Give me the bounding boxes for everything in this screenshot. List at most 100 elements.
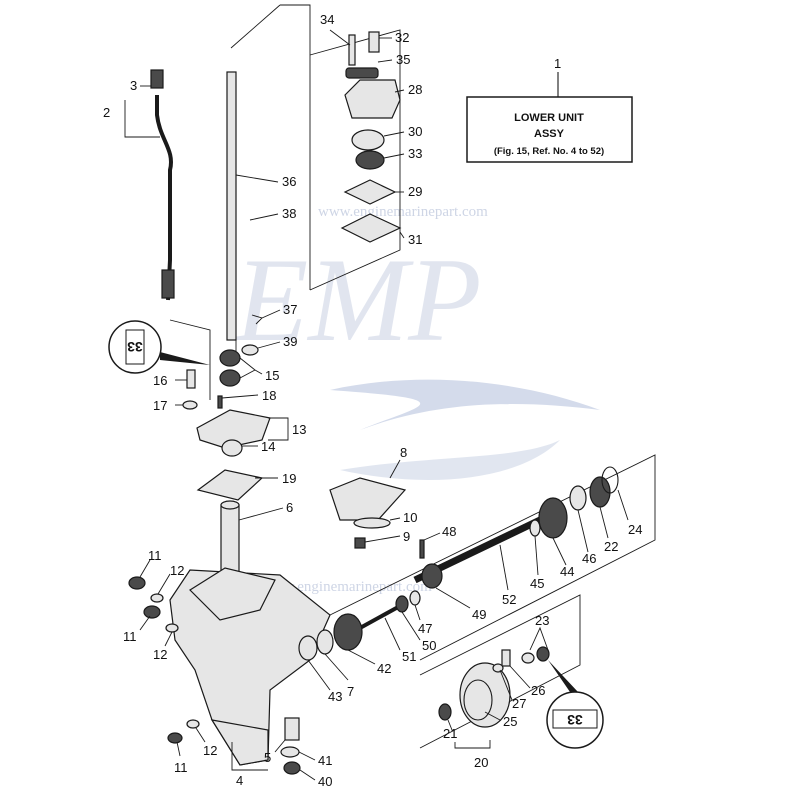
leader-37 bbox=[261, 309, 281, 319]
shaft-dash-guide bbox=[280, 4, 311, 290]
callout-40: 40 bbox=[318, 774, 332, 789]
pin-48 bbox=[419, 539, 425, 559]
callout-3: 3 bbox=[130, 78, 137, 93]
leader-42 bbox=[347, 649, 376, 665]
leader-12b bbox=[164, 631, 173, 647]
shim-7 bbox=[316, 629, 334, 655]
callout-45: 45 bbox=[530, 576, 544, 591]
detail-badge-left-text: 33 bbox=[127, 339, 143, 355]
lower-casing-fin bbox=[210, 719, 269, 766]
washer-41 bbox=[280, 746, 300, 758]
callout-labels: 1 2 3 4 5 6 7 8 9 10 11 11 11 12 12 12 1… bbox=[103, 12, 642, 789]
leader-10 bbox=[389, 517, 401, 521]
leader-12c bbox=[195, 727, 206, 743]
leader-27 bbox=[499, 669, 513, 701]
bushing-14 bbox=[221, 439, 243, 457]
callout-1: 1 bbox=[554, 56, 561, 71]
detail-badge-left: 33 bbox=[108, 320, 210, 374]
watermark-logo: EMP bbox=[233, 233, 482, 366]
oring-24 bbox=[601, 466, 619, 494]
callout-16: 16 bbox=[153, 373, 167, 388]
pin-18 bbox=[217, 395, 223, 409]
leader-43 bbox=[307, 659, 331, 691]
seal-21 bbox=[438, 703, 452, 721]
callout-28: 28 bbox=[408, 82, 422, 97]
leader-39 bbox=[257, 341, 281, 349]
leader-47 bbox=[414, 604, 421, 621]
leader-4 bbox=[231, 742, 268, 771]
upper-housing-parts bbox=[182, 314, 271, 501]
callout-10: 10 bbox=[403, 510, 417, 525]
bolt-16 bbox=[186, 369, 196, 389]
callout-22: 22 bbox=[604, 539, 618, 554]
callout-46: 46 bbox=[582, 551, 596, 566]
washer-12b bbox=[165, 623, 179, 633]
callout-42: 42 bbox=[377, 661, 391, 676]
callout-12c: 12 bbox=[203, 743, 217, 758]
leader-5 bbox=[274, 739, 286, 753]
shift-rod-body bbox=[155, 95, 173, 301]
leader-51 bbox=[384, 617, 401, 651]
drive-shaft-body bbox=[226, 71, 237, 341]
washer-23b bbox=[536, 646, 550, 662]
shift-bracket-guide bbox=[169, 319, 211, 400]
watermark-swoosh bbox=[330, 379, 600, 430]
callout-27: 27 bbox=[512, 696, 526, 711]
bearing-15b bbox=[219, 369, 241, 387]
screw-11b bbox=[143, 605, 161, 619]
washer-39 bbox=[241, 344, 259, 356]
gear-42 bbox=[333, 613, 363, 651]
detail-badge-right-pointer bbox=[548, 660, 578, 692]
callout-9: 9 bbox=[403, 529, 410, 544]
callout-7: 7 bbox=[347, 684, 354, 699]
drive-shaft bbox=[226, 4, 311, 360]
callout-41: 41 bbox=[318, 753, 332, 768]
leader-22 bbox=[599, 506, 609, 539]
plunger-47 bbox=[409, 590, 421, 606]
callout-21: 21 bbox=[443, 726, 457, 741]
callout-36: 36 bbox=[282, 174, 296, 189]
callout-26: 26 bbox=[531, 683, 545, 698]
drain-bolt-5 bbox=[284, 717, 300, 741]
lower-casing-body bbox=[169, 569, 331, 766]
leader-45 bbox=[534, 535, 539, 576]
detail-badge-left-plate bbox=[125, 329, 145, 365]
detail-badge-right-plate bbox=[552, 709, 598, 729]
callout-25: 25 bbox=[503, 714, 517, 729]
washer-27 bbox=[492, 663, 504, 673]
shift-rod bbox=[150, 69, 211, 400]
washer-45 bbox=[529, 519, 541, 537]
seal-10 bbox=[353, 517, 391, 529]
leader-15b bbox=[254, 369, 263, 375]
leader-50 bbox=[401, 611, 421, 641]
leader-20 bbox=[454, 740, 491, 749]
callout-48: 48 bbox=[442, 524, 456, 539]
leader-9 bbox=[364, 535, 401, 543]
callout-33: 33 bbox=[408, 146, 422, 161]
leader-49 bbox=[435, 587, 471, 609]
callout-4: 4 bbox=[236, 773, 243, 788]
housing-13 bbox=[196, 409, 271, 449]
water-tube-top bbox=[220, 500, 240, 510]
callout-49: 49 bbox=[472, 607, 486, 622]
lower-casing bbox=[128, 567, 331, 775]
pump-gasket-29 bbox=[343, 179, 397, 205]
water-tube-body bbox=[220, 504, 240, 576]
pump-bolt-34 bbox=[348, 34, 356, 66]
gasket-19 bbox=[196, 469, 264, 501]
plug-40 bbox=[283, 761, 301, 775]
leader-2 bbox=[124, 100, 160, 138]
clutch-49 bbox=[421, 563, 443, 589]
callout-31: 31 bbox=[408, 232, 422, 247]
leader-11c bbox=[176, 741, 181, 757]
washer-46 bbox=[569, 485, 587, 511]
leader-48 bbox=[423, 532, 441, 541]
detail-badge-left-pointer bbox=[160, 352, 210, 365]
callout-23: 23 bbox=[535, 613, 549, 628]
washer-23a bbox=[521, 652, 535, 664]
leader-24 bbox=[617, 489, 629, 521]
leader-40 bbox=[299, 769, 316, 781]
leader-18 bbox=[221, 394, 259, 399]
leader-35 bbox=[377, 59, 393, 63]
